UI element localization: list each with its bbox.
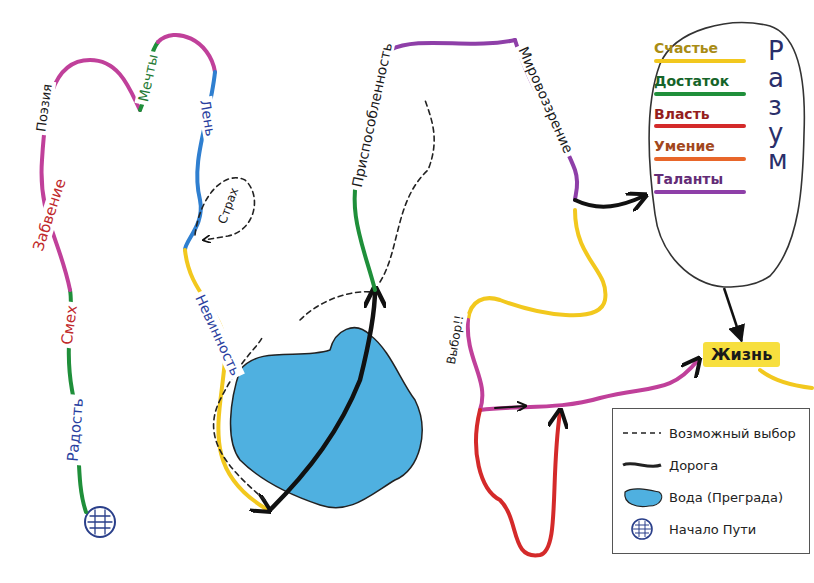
legend-item: Умение [654,138,766,161]
legend-text: Власть [654,106,766,123]
region-outline [649,23,804,287]
road-label: Страх [215,183,243,229]
region-title: Разум [768,38,794,174]
road-worldview [515,40,577,200]
legend-item: Счастье [654,40,766,63]
road-from-life [760,370,812,388]
road-label: Радость [64,395,87,466]
road-power-loop [476,410,560,555]
legend-swatch [654,124,746,128]
possible-choice [300,292,372,320]
legend-swatch [654,157,746,161]
road-label: Приспособленность [348,38,396,191]
legend-swatch [654,92,746,96]
road-arrow [495,406,525,408]
legend-item: Достаток [654,73,766,96]
legend-swatch [654,59,746,63]
legend-sample [619,484,665,510]
road-label: Поэзия [34,80,56,136]
legend-item: Дорога [619,449,803,481]
legend-item: Возможный выбор [619,417,803,449]
road-label: Невинность [191,289,245,381]
legend-item: Начало Пути [619,513,803,545]
legend-item: Власть [654,106,766,129]
road-label: Мечты [134,50,161,106]
road-label: Выбор!! [444,311,467,368]
life-box: Жизнь [703,342,780,367]
legend-sample [619,420,665,446]
lake [231,328,423,508]
start-symbol [85,507,115,537]
road-innocence [185,250,268,510]
legend-text: Таланты [654,171,766,188]
legend-sample [619,516,665,542]
legend-sample [619,452,665,478]
legend-item: Таланты [654,171,766,194]
symbol-legend: Возможный выборДорогаВода (Преграда) Нача… [612,408,810,554]
legend-text: Умение [654,138,766,155]
legend-swatch [654,190,746,194]
connector-arrow [724,288,742,341]
legend-text: Дорога [669,458,718,473]
road-label: Забвение [29,174,70,256]
possible-choice [380,100,434,282]
box-label: Жизнь [711,345,772,364]
possible-choice [195,178,254,240]
road-label: Лень [196,96,219,141]
road-label: Мировоззрение [514,42,578,159]
legend-item: Вода (Преграда) [619,481,803,513]
road-choice [468,320,698,410]
road-label: Смех [58,301,81,349]
road-happiness [468,210,605,320]
legend-text: Счастье [654,40,766,57]
color-legend: СчастьеДостатокВластьУмениеТаланты [654,40,766,204]
legend-text: Вода (Преграда) [669,490,783,505]
road-to-mind [575,196,644,207]
road-across-water [270,290,375,510]
road-top-loop [158,35,215,72]
legend-text: Возможный выбор [669,426,796,441]
legend-text: Начало Пути [669,522,756,537]
legend-text: Достаток [654,73,766,90]
